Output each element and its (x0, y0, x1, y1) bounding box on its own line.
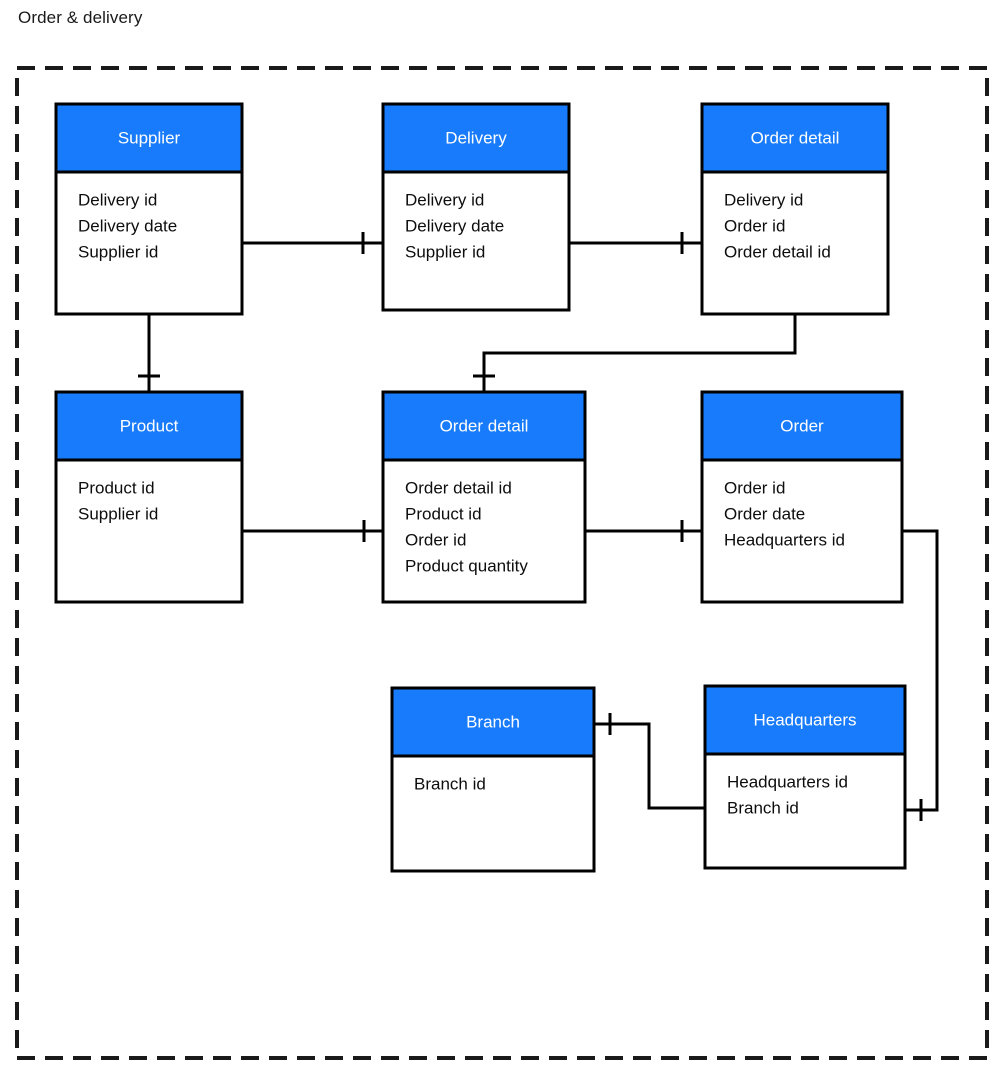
relationship-line (902, 529, 939, 812)
page-title: Order & delivery (18, 8, 143, 27)
relationship-order-headquarters (902, 529, 939, 821)
entity-header (381, 390, 587, 462)
entity-attribute: Order date (724, 504, 805, 523)
entity-attribute: Order detail id (724, 242, 831, 261)
entity-name: Order detail (751, 128, 840, 147)
entity-body (700, 170, 890, 316)
entity-attribute: Product quantity (405, 556, 528, 575)
entity-attribute: Product id (78, 478, 155, 497)
diagram-region-border (15, 66, 989, 1060)
entity-attribute: Supplier id (405, 242, 485, 261)
entity-header (54, 102, 244, 174)
entity-attribute: Supplier id (78, 242, 158, 261)
entity-attribute: Delivery id (78, 190, 157, 209)
entity-body (54, 458, 244, 604)
relationship-supplier-delivery (242, 232, 383, 254)
entity-name: Product (120, 416, 179, 435)
relationship-supplier-product (138, 314, 160, 392)
entity-attribute: Order detail id (405, 478, 512, 497)
entity-attribute: Order id (724, 478, 785, 497)
entity-attribute: Delivery id (724, 190, 803, 209)
entity-name: Headquarters (753, 710, 856, 729)
relationship-order-detail-main-order (585, 520, 702, 542)
entity-attribute: Delivery date (405, 216, 504, 235)
relationship-product-order-detail-main (242, 520, 383, 542)
entity-attribute: Order id (724, 216, 785, 235)
entity-header (703, 684, 907, 756)
entity-attribute: Branch id (414, 774, 486, 793)
entity-attribute: Branch id (727, 798, 799, 817)
entity-attribute: Headquarters id (727, 772, 848, 791)
entity-name: Order detail (440, 416, 529, 435)
entity-name: Order (780, 416, 824, 435)
relationship-branch-headquarters (594, 713, 705, 810)
entity-name: Supplier (118, 128, 181, 147)
entity-name: Delivery (445, 128, 507, 147)
entity-attribute: Headquarters id (724, 530, 845, 549)
entity-body (700, 458, 904, 604)
relationship-line (482, 314, 797, 392)
entity-header (700, 102, 890, 174)
entity-attribute: Product id (405, 504, 482, 523)
entity-header (381, 102, 571, 174)
entity-name: Branch (466, 712, 520, 731)
entity-body (390, 754, 596, 873)
entity-header (54, 390, 244, 462)
relationship-order-detail-top-order-detail-main (473, 314, 797, 392)
entity-header (390, 686, 596, 758)
relationship-delivery-order-detail-top (569, 232, 702, 254)
relationship-line (594, 722, 705, 810)
entity-attribute: Supplier id (78, 504, 158, 523)
relationship-layer (138, 232, 939, 821)
entity-attribute: Order id (405, 530, 466, 549)
entity-body (381, 170, 571, 312)
entity-header (700, 390, 904, 462)
entity-attribute: Delivery date (78, 216, 177, 235)
entity-attribute: Delivery id (405, 190, 484, 209)
entity-body (703, 752, 907, 870)
